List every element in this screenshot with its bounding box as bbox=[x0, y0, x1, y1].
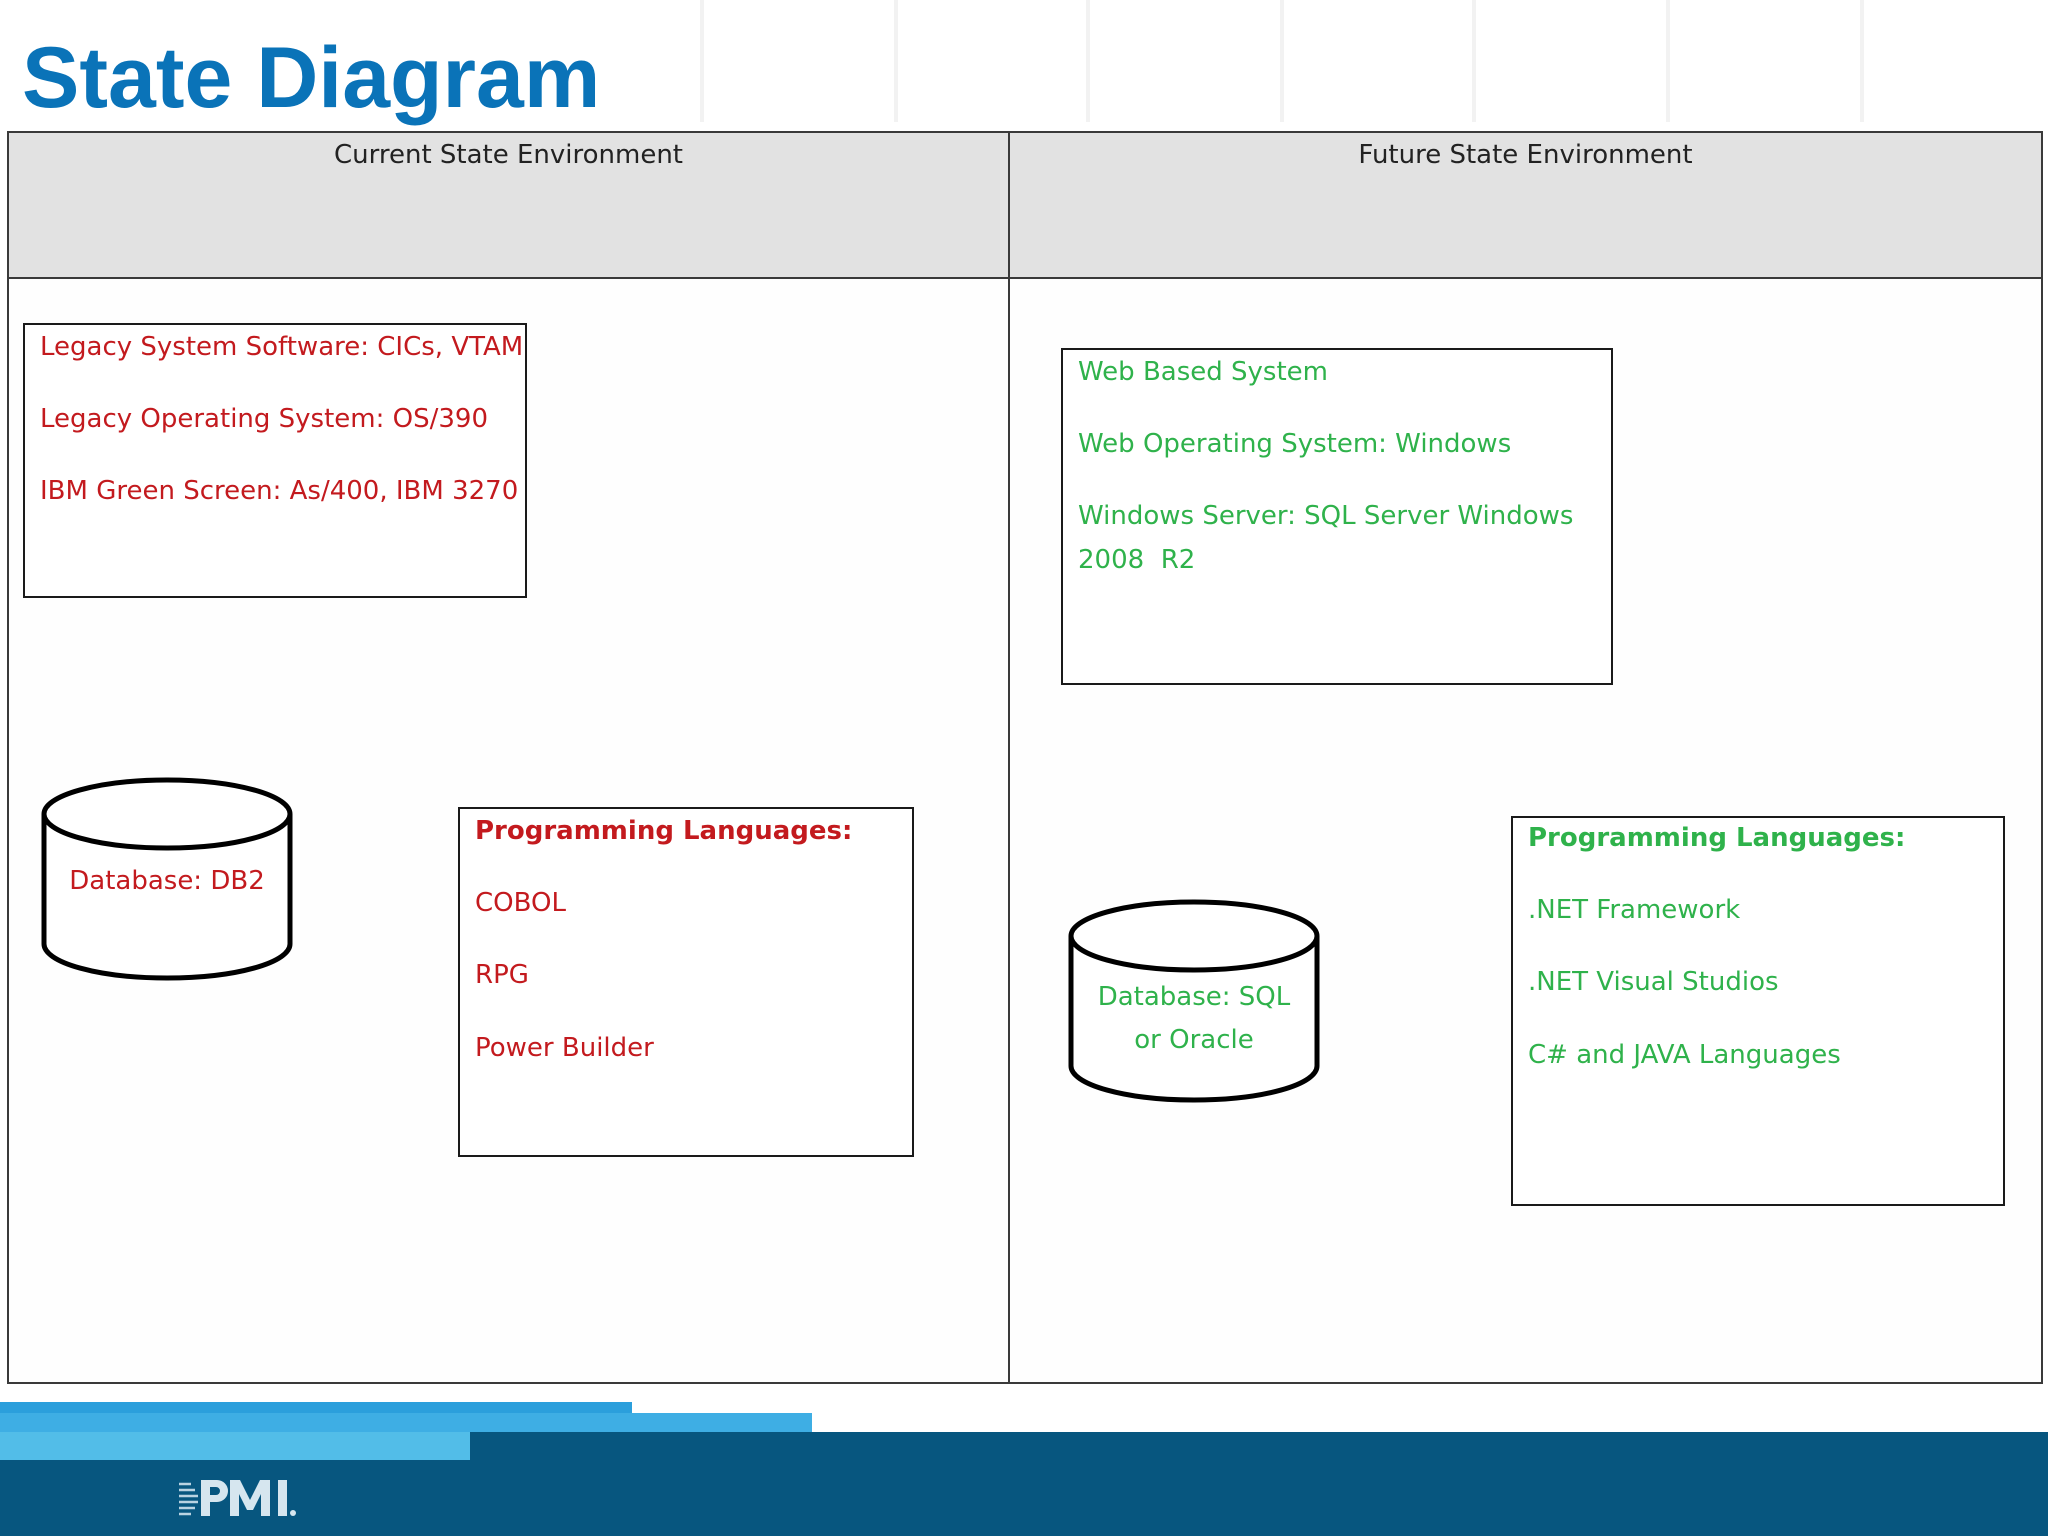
db2-database-label: Database: DB2 bbox=[69, 866, 265, 896]
future-state-header: Future State Environment bbox=[1010, 133, 2041, 279]
legacy-os-line: Legacy Operating System: OS/390 bbox=[40, 404, 488, 434]
language-item-power-builder: Power Builder bbox=[475, 1033, 654, 1063]
background-gridline bbox=[700, 0, 704, 122]
page-title: State Diagram bbox=[22, 30, 601, 126]
web-system-box: Web Based System Web Operating System: W… bbox=[1061, 348, 1613, 685]
background-gridline bbox=[1666, 0, 1670, 122]
background-gridline bbox=[1280, 0, 1284, 122]
database-icon bbox=[41, 777, 293, 981]
web-os-line: Web Operating System: Windows bbox=[1078, 429, 1512, 459]
current-state-header: Current State Environment bbox=[9, 133, 1008, 279]
web-system-line: Web Based System bbox=[1078, 357, 1328, 387]
footer-stripe bbox=[0, 1402, 632, 1416]
language-item-rpg: RPG bbox=[475, 960, 529, 990]
language-item-net-framework: .NET Framework bbox=[1528, 895, 1741, 925]
language-item-cobol: COBOL bbox=[475, 888, 566, 918]
footer-stripe bbox=[0, 1432, 470, 1460]
background-gridline bbox=[1860, 0, 1864, 122]
green-screen-line: IBM Green Screen: As/400, IBM 3270 bbox=[40, 476, 519, 506]
legacy-software-box: Legacy System Software: CICs, VTAM Legac… bbox=[23, 323, 527, 598]
db2-database-cylinder: Database: DB2 bbox=[40, 774, 294, 984]
column-divider bbox=[1008, 131, 1010, 1384]
language-item-net-visual-studios: .NET Visual Studios bbox=[1528, 967, 1779, 997]
future-languages-heading: Programming Languages: bbox=[1528, 823, 1906, 853]
legacy-software-line: Legacy System Software: CICs, VTAM bbox=[40, 332, 524, 362]
sql-database-cylinder: Database: SQL or Oracle bbox=[1067, 894, 1321, 1108]
database-icon bbox=[1068, 899, 1320, 1103]
windows-server-line: Windows Server: SQL Server Windows bbox=[1078, 501, 1574, 531]
pmi-logo bbox=[179, 1480, 296, 1516]
background-gridline bbox=[1472, 0, 1476, 122]
sql-database-label-line1: Database: SQL bbox=[1097, 982, 1291, 1012]
sql-database-label-line2: or Oracle bbox=[1134, 1025, 1254, 1055]
future-state-header-label: Future State Environment bbox=[1358, 140, 1693, 170]
windows-server-version-line: 2008 R2 bbox=[1078, 545, 1196, 575]
current-state-header-label: Current State Environment bbox=[333, 140, 684, 170]
legacy-languages-box: Programming Languages: COBOL RPG Power B… bbox=[458, 807, 914, 1157]
footer-stripe bbox=[0, 1413, 812, 1432]
background-gridline bbox=[1086, 0, 1090, 122]
language-item-csharp-java: C# and JAVA Languages bbox=[1528, 1040, 1841, 1070]
legacy-languages-heading: Programming Languages: bbox=[475, 816, 853, 846]
background-gridline bbox=[894, 0, 898, 122]
future-languages-box: Programming Languages: .NET Framework .N… bbox=[1511, 816, 2005, 1206]
